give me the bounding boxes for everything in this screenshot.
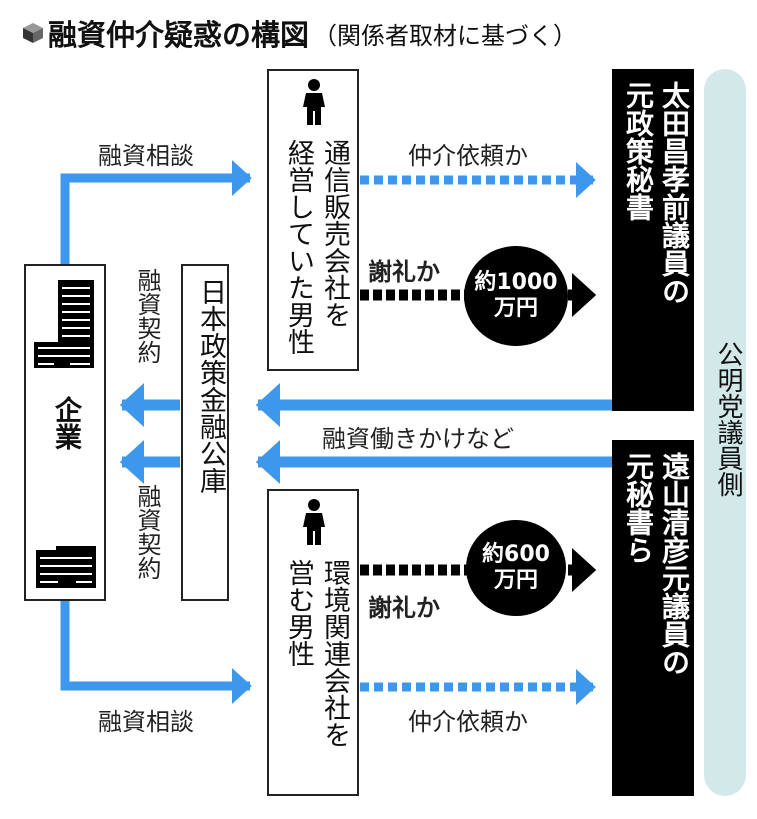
komeito-side-band: 公明党議員側 — [704, 69, 746, 796]
intermediary-bottom-box: 環境関連会社を 営む男性 — [267, 489, 359, 796]
company-box: 企業 — [24, 264, 106, 601]
building-tall-icon — [34, 280, 94, 368]
company-label: 企業 — [50, 396, 81, 450]
amount-bottom-value: 約600 — [482, 541, 550, 567]
contract-label-bottom: 融資契約 — [133, 484, 161, 580]
building-low-icon — [36, 546, 96, 588]
aide-top-line1: 太田昌孝前議員の — [658, 81, 691, 305]
intermediary-top-line2: 経営していた男性 — [283, 139, 314, 355]
lobby-label: 融資働きかけなど — [322, 425, 514, 453]
amount-top-value: 約1000 — [474, 269, 558, 295]
aide-bottom-box: 遠山清彦元議員の 元秘書ら — [612, 440, 694, 796]
intermediary-bottom-line1: 環境関連会社を — [319, 559, 350, 748]
reward-label-top: 謝礼か — [368, 258, 440, 286]
aide-bottom-line2: 元秘書ら — [622, 452, 655, 564]
jfc-box: 日本政策金融公庫 — [181, 264, 229, 601]
request-label-top: 仲介依頼か — [408, 142, 528, 170]
title-main: 融資仲介疑惑の構図 — [48, 18, 310, 52]
cube-icon — [23, 23, 43, 43]
komeito-side-label: 公明党議員側 — [713, 341, 743, 497]
intermediary-top-box: 通信販売会社を 経営していた男性 — [267, 69, 359, 371]
person-icon — [303, 499, 325, 545]
contract-label-top: 融資契約 — [133, 268, 161, 364]
consult-label-bottom: 融資相談 — [98, 708, 194, 736]
amount-top-badge: 約1000 万円 — [464, 246, 568, 346]
aide-top-line2: 元政策秘書 — [622, 81, 655, 221]
jfc-label: 日本政策金融公庫 — [195, 278, 226, 494]
amount-top-unit: 万円 — [493, 296, 538, 321]
aide-bottom-line1: 遠山清彦元議員の — [658, 452, 691, 676]
reward-label-bottom: 謝礼か — [368, 594, 440, 622]
title-sub: （関係者取材に基づく） — [313, 21, 578, 50]
amount-bottom-badge: 約600 万円 — [466, 520, 566, 616]
person-icon — [303, 79, 325, 125]
intermediary-bottom-line2: 営む男性 — [283, 559, 314, 667]
consult-arrow-top — [60, 160, 252, 265]
intermediary-top-line1: 通信販売会社を — [319, 139, 350, 328]
consult-arrow-bottom — [60, 600, 252, 704]
amount-bottom-unit: 万円 — [493, 568, 538, 593]
diagram-title: 融資仲介疑惑の構図 （関係者取材に基づく） — [22, 12, 577, 54]
consult-label-top: 融資相談 — [98, 142, 194, 170]
aide-top-box: 太田昌孝前議員の 元政策秘書 — [612, 69, 694, 411]
request-label-bottom: 仲介依頼か — [408, 708, 528, 736]
